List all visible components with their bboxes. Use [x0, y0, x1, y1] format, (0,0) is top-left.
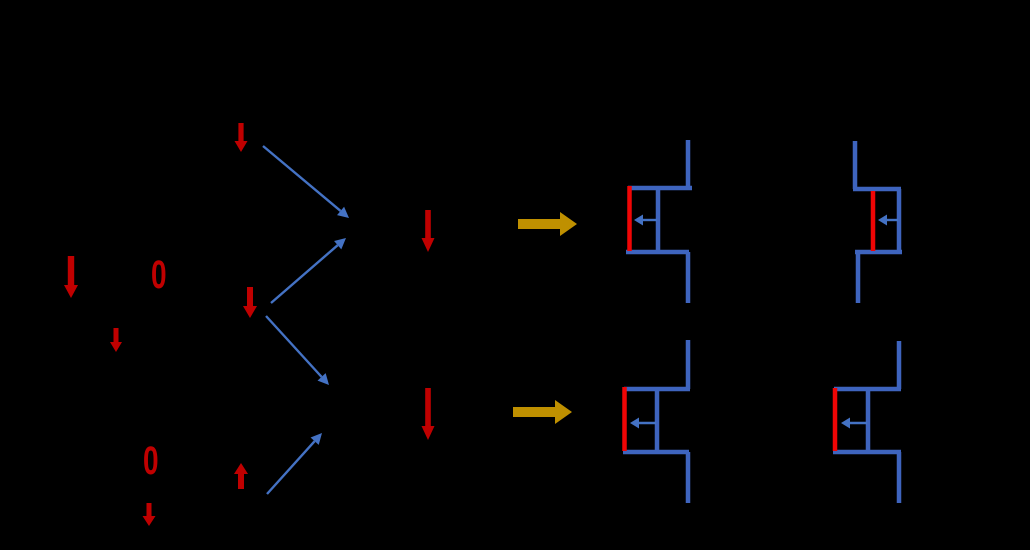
red-down-arrow-bottom-small: [142, 503, 156, 526]
red-down-arrow-top: [234, 123, 248, 152]
blue-arrow-bottom-up-head: [310, 433, 322, 445]
waveform-top-right-shift-arrow-head: [878, 214, 887, 226]
gold-right-arrow-bottom: [513, 400, 572, 424]
blue-arrow-bottom-up-line: [266, 440, 316, 495]
blue-arrow-mid-up-converge-line: [270, 244, 339, 304]
gold-right-arrow-top: [518, 212, 577, 236]
blue-arrow-mid-down-line: [265, 315, 323, 378]
red-down-arrow-center-top: [421, 210, 435, 252]
waveform-bottom-left-shift-arrow-head: [630, 417, 639, 429]
red-down-arrow-center-bottom: [421, 388, 435, 440]
blue-arrow-top-converge-line: [262, 145, 342, 212]
blue-arrow-mid-up-converge-head: [334, 238, 346, 250]
waveform-top-left-shift-arrow-head: [634, 214, 643, 226]
blue-arrow-mid-down-head: [317, 373, 329, 385]
blue-arrow-top-converge-head: [337, 206, 349, 218]
red-down-arrow-mid-left: [243, 287, 257, 318]
red-down-arrow-left-large: [64, 256, 78, 298]
label-zero-bottom: 0: [143, 439, 159, 483]
label-zero-top: 0: [151, 253, 167, 297]
red-down-arrow-left-small: [110, 328, 122, 352]
waveform-bottom-right-shift-arrow-head: [841, 417, 850, 429]
red-up-arrow-bottom: [234, 463, 248, 489]
